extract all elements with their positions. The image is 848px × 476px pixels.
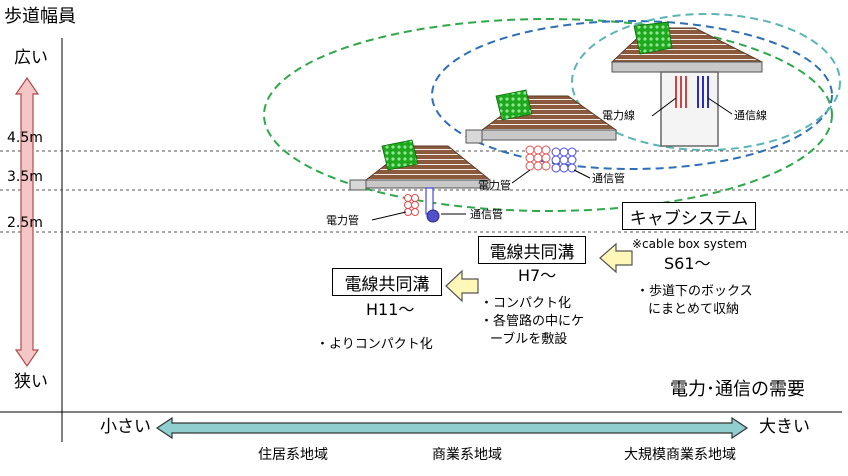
h7-desc-3: ーブルを敷設: [490, 332, 568, 347]
cab-system-year: S61～: [664, 254, 711, 273]
inner-scope-ellipse: [571, 13, 841, 151]
comm-cable-label: 通信線: [734, 109, 767, 122]
level-label-3-5: 3.5m: [7, 169, 43, 185]
width-double-arrow: [14, 76, 40, 368]
cab-system-note: ※cable box system: [632, 237, 748, 251]
y-axis-title: 歩道幅員: [4, 6, 76, 27]
power-pipe-small-label: 電力管: [326, 214, 359, 227]
h7-title-box: 電線共同溝: [478, 236, 586, 264]
demand-double-arrow: [155, 416, 749, 440]
comm-pipe-mid-label: 通信管: [592, 172, 625, 185]
cab-sidewalk-illustration: [610, 21, 763, 147]
x-axis-title: 電力･通信の需要: [670, 379, 805, 400]
h7-to-h11-arrow: [445, 269, 479, 303]
h7-desc-1: ・コンパクト化: [480, 296, 572, 311]
cab-system-desc-2: にまとめて収納: [648, 302, 740, 317]
x-axis-left-label: 小さい: [100, 417, 151, 437]
cab-system-desc-1: ・歩道下のボックス: [636, 284, 753, 299]
y-axis-bottom-label: 狭い: [14, 372, 48, 392]
h11-desc-1: ・よりコンパクト化: [316, 337, 433, 352]
h11-sidewalk-illustration: [349, 139, 492, 223]
cab-system-title-box: キャブシステム: [622, 202, 756, 230]
region-commercial: 商業系地域: [432, 447, 502, 463]
outer-scope-ellipse: [263, 18, 833, 212]
power-pipe-mid-label: 電力管: [478, 179, 511, 192]
level-label-2-5: 2.5m: [7, 215, 43, 231]
mid-scope-ellipse: [431, 20, 833, 170]
h7-sidewalk-illustration: [465, 89, 618, 184]
y-axis-top-label: 広い: [14, 48, 48, 68]
region-large-commercial: 大規模商業系地域: [624, 447, 736, 463]
region-residential: 住居系地域: [258, 447, 328, 463]
h7-year: H7～: [518, 266, 557, 285]
comm-pipe-small-label: 通信管: [470, 208, 503, 221]
h7-desc-2: ・各管路の中にケ: [480, 314, 585, 329]
h11-title-box: 電線共同溝: [332, 268, 442, 296]
level-label-4-5: 4.5m: [7, 130, 43, 146]
h11-year: H11～: [366, 300, 415, 319]
x-axis-right-label: 大きい: [759, 417, 810, 437]
cab-to-h7-arrow: [599, 242, 633, 274]
power-cable-label: 電力線: [602, 109, 635, 122]
